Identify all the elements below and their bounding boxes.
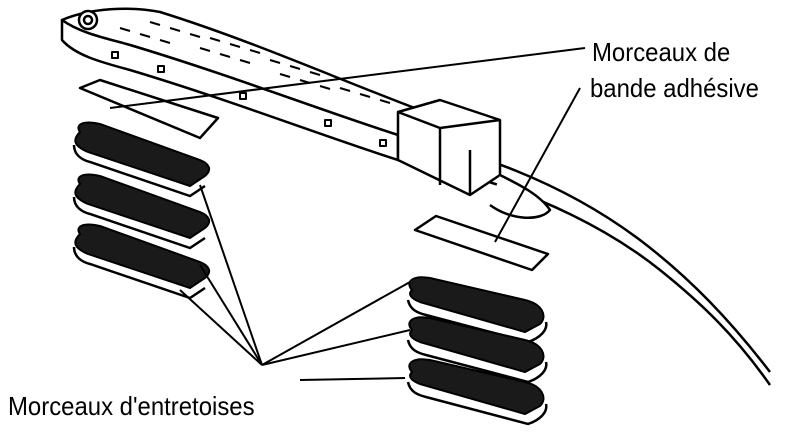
spacer-label: Morceaux d'entretoises: [8, 391, 255, 421]
adhesive-tape-piece-1: [78, 78, 220, 140]
adhesive-tape-label-line2: bande adhésive: [590, 73, 759, 103]
sensor-strip: [60, 7, 552, 220]
spacer-piece-6: [406, 358, 548, 426]
tape-leader-lines: [109, 47, 586, 243]
spacer-leader-lines: [179, 184, 411, 381]
spacer-piece-3: [72, 223, 211, 300]
adhesive-tape-label-line1: Morceaux de: [592, 37, 731, 67]
adhesive-tape-piece-2: [413, 214, 550, 272]
spacer-piece-2: [72, 173, 211, 250]
spacer-piece-5: [406, 316, 548, 384]
spacer-piece-1: [72, 121, 211, 198]
